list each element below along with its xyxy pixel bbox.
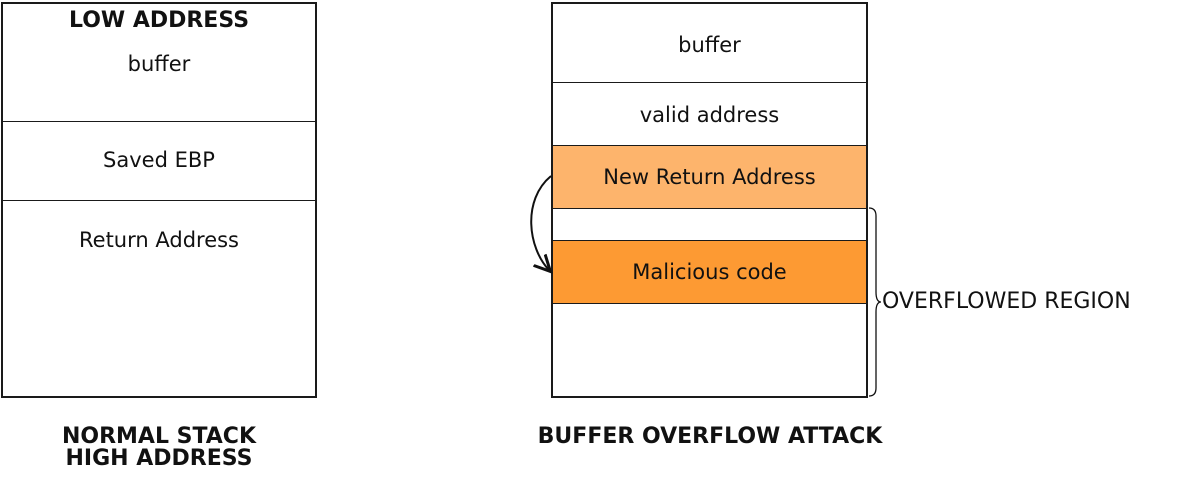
return-address-cell: Return Address: [3, 201, 315, 396]
malicious-code-cell: Malicious code: [553, 241, 866, 304]
low-address-label: LOW ADDRESS: [68, 8, 250, 33]
overflowed-region-label: OVERFLOWED REGION: [882, 289, 1131, 314]
saved-ebp-label: Saved EBP: [103, 148, 215, 172]
attack-stack-caption: BUFFER OVERFLOW ATTACK: [537, 424, 883, 449]
normal-stack-caption: NORMAL STACK HIGH ADDRESS: [1, 426, 317, 470]
normal-stack: LOW ADDRESS buffer Saved EBP Return Addr…: [1, 2, 317, 398]
normal-buffer-cell: LOW ADDRESS buffer: [3, 4, 315, 122]
attack-buffer-cell: buffer: [553, 4, 866, 83]
normal-buffer-label: buffer: [127, 52, 191, 76]
overflowed-region-brace: [868, 207, 882, 397]
malicious-code-label: Malicious code: [632, 260, 787, 284]
saved-ebp-cell: Saved EBP: [3, 122, 315, 201]
valid-address-cell: valid address: [553, 83, 866, 146]
redirect-arrow: [530, 175, 551, 270]
high-address-label: HIGH ADDRESS: [65, 446, 253, 471]
attack-stack: buffer valid address New Return Address …: [551, 2, 868, 398]
new-return-address-cell: New Return Address: [553, 146, 866, 209]
attack-buffer-label: buffer: [678, 33, 741, 57]
valid-address-label: valid address: [639, 103, 780, 127]
normal-stack-title: NORMAL STACK: [61, 424, 256, 449]
padding-cell: [553, 209, 866, 241]
new-return-address-label: New Return Address: [603, 165, 816, 189]
return-address-label: Return Address: [79, 228, 239, 252]
